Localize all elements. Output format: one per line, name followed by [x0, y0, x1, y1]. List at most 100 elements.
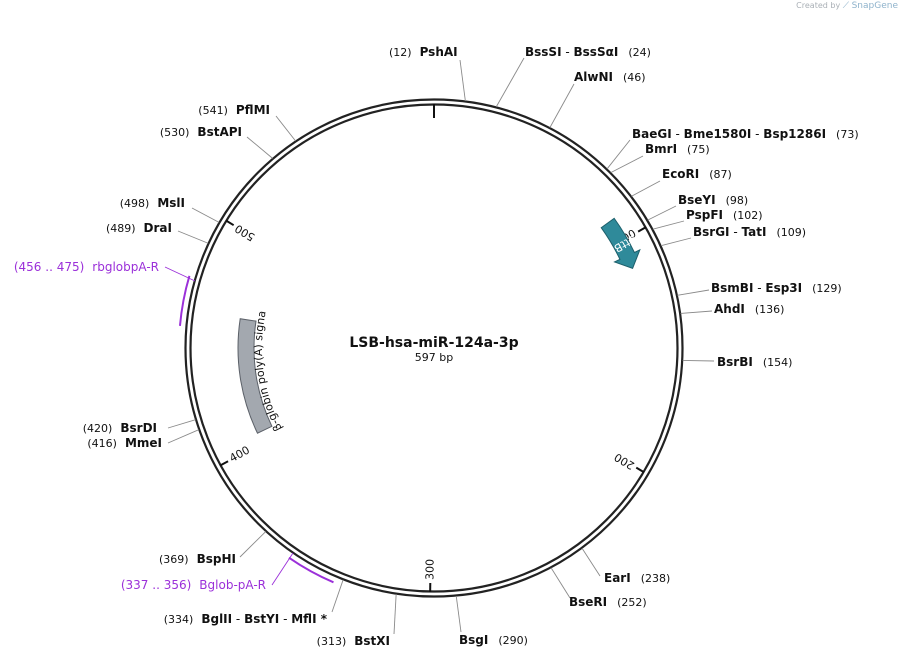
- enzyme-name: Esp3I: [765, 281, 802, 295]
- enzyme-name: BstAPI: [197, 125, 242, 139]
- site-position: (154): [763, 356, 793, 369]
- enzyme-name: Bsp1286I: [763, 127, 826, 141]
- site-enzyme-names: BsrGI - TatI: [693, 225, 766, 239]
- site-position: (290): [498, 634, 528, 647]
- site-ahdi[interactable]: AhdI(136): [680, 302, 785, 316]
- polya-box: [237, 318, 273, 434]
- site-enzyme-names: BstAPI: [197, 125, 242, 139]
- site-leader-line: [652, 220, 685, 230]
- enzyme-name: MslI: [157, 196, 185, 210]
- site-enzyme-names: PflMI: [236, 103, 270, 117]
- tick-label-400: 400: [227, 443, 252, 465]
- site-bsssi[interactable]: BssSI - BssSαI(24): [495, 45, 651, 108]
- primer-rbglobpa-r[interactable]: rbglobpA-R(456 .. 475): [14, 260, 196, 282]
- site-enzyme-names: BspHI: [197, 552, 236, 566]
- enzyme-name: BglII: [201, 612, 232, 626]
- site-pflmi[interactable]: PflMI (541): [198, 103, 296, 142]
- site-leader-line: [606, 139, 631, 170]
- site-bsphi[interactable]: BspHI (369): [159, 531, 267, 566]
- enzyme-name: AlwNI: [574, 70, 613, 84]
- site-enzyme-names: MmeI: [125, 436, 162, 450]
- plasmid-length: 597 bp: [415, 351, 453, 364]
- site-enzyme-names: PshAI: [420, 45, 458, 59]
- attb2-arrow: [600, 217, 641, 269]
- site-bmri[interactable]: BmrI(75): [610, 142, 710, 174]
- enzyme-name: EarI: [604, 571, 631, 585]
- site-bsmbi[interactable]: BsmBI - Esp3I(129): [677, 281, 842, 296]
- tick-400: [219, 460, 229, 467]
- enzyme-name: BsmBI: [711, 281, 753, 295]
- site-position: (541): [198, 104, 228, 117]
- site-leader-line: [677, 289, 710, 296]
- feature-attb2[interactable]: attB2: [600, 217, 641, 269]
- enzyme-name: BaeGI: [632, 127, 672, 141]
- site-position: (498): [120, 197, 150, 210]
- site-mmei[interactable]: MmeI(416): [87, 429, 199, 450]
- site-ecori[interactable]: EcoRI(87): [631, 167, 732, 197]
- site-leader-line: [167, 429, 199, 444]
- site-leader-line: [647, 205, 677, 221]
- site-bsrgi[interactable]: BsrGI - TatI (109): [660, 225, 806, 247]
- enzyme-name: BstXI: [354, 634, 390, 648]
- site-enzyme-names: EcoRI: [662, 167, 699, 181]
- feature-layer: attB2 β-globin poly(A) signal: [0, 0, 641, 434]
- site-position: (369): [159, 553, 189, 566]
- enzyme-name: BseRI: [569, 595, 607, 609]
- site-enzyme-names: PspFI: [686, 208, 723, 222]
- site-leader-line: [246, 136, 273, 159]
- site-position: (75): [687, 143, 710, 156]
- enzyme-name: Bme1580I: [684, 127, 752, 141]
- site-pspfi[interactable]: PspFI(102): [652, 208, 763, 230]
- enzyme-name: BstYI: [244, 612, 279, 626]
- site-position: (98): [726, 194, 749, 207]
- site-bseri[interactable]: BseRI (252): [550, 567, 647, 609]
- site-bstxi[interactable]: BstXI (313): [317, 594, 397, 648]
- site-leader-line: [177, 230, 209, 244]
- site-separator: -: [751, 127, 763, 141]
- enzyme-name: BssSI: [525, 45, 562, 59]
- tick-label-200: 200: [612, 450, 637, 472]
- backbone-outer-strand: [184, 98, 684, 598]
- primer-bglob-pa-r[interactable]: Bglob-pA-R(337 .. 356): [121, 552, 294, 592]
- site-eari[interactable]: EarI(238): [581, 547, 670, 585]
- site-position: (109): [776, 226, 806, 239]
- site-enzyme-names: BseRI: [569, 595, 607, 609]
- site-bsrbi[interactable]: BsrBI (154): [682, 355, 793, 369]
- site-bsgi[interactable]: BsgI (290): [455, 595, 528, 647]
- site-enzyme-names: BseYI: [678, 193, 716, 207]
- primer-arc-rbglobpa-r: [178, 275, 191, 326]
- site-position: (136): [755, 303, 785, 316]
- site-bstapi[interactable]: BstAPI (530): [160, 125, 273, 159]
- enzyme-name: PspFI: [686, 208, 723, 222]
- site-position: (252): [617, 596, 647, 609]
- site-enzyme-names: BsgI: [459, 633, 488, 647]
- site-leader-line: [393, 594, 397, 635]
- site-pshai[interactable]: PshAI (12): [389, 45, 466, 102]
- site-position: (530): [160, 126, 190, 139]
- site-leader-line: [239, 531, 267, 558]
- site-enzyme-names: BsmBI - Esp3I: [711, 281, 802, 295]
- site-enzyme-names: MslI: [157, 196, 185, 210]
- site-bsrdi[interactable]: BsrDI(420): [83, 419, 196, 435]
- site-separator: -: [753, 281, 765, 295]
- enzyme-name: BsrBI: [717, 355, 753, 369]
- site-bseyi[interactable]: BseYI (98): [647, 193, 749, 221]
- site-leader-line: [331, 579, 344, 613]
- site-alwni[interactable]: AlwNI(46): [549, 70, 646, 128]
- site-drai[interactable]: DraI(489): [106, 221, 209, 244]
- site-position: (73): [836, 128, 859, 141]
- site-msli[interactable]: MslI (498): [120, 196, 220, 223]
- site-enzyme-names: BglII - BstYI - MflI *: [201, 612, 327, 626]
- primer-name: rbglobpA-R: [92, 260, 159, 274]
- site-bglii[interactable]: BglII - BstYI - MflI *(334): [164, 579, 344, 626]
- site-baegi[interactable]: BaeGI - Bme1580I - Bsp1286I(73): [606, 127, 859, 170]
- feature-polya[interactable]: β-globin poly(A) signal: [0, 0, 285, 434]
- primer-name: Bglob-pA-R: [199, 578, 266, 592]
- site-position: (313): [317, 635, 347, 648]
- site-position: (420): [83, 422, 113, 435]
- site-leader-line: [191, 207, 220, 223]
- site-separator: -: [279, 612, 291, 626]
- site-position: (12): [389, 46, 412, 59]
- primer-arc-bglob-pa-r: [288, 556, 334, 584]
